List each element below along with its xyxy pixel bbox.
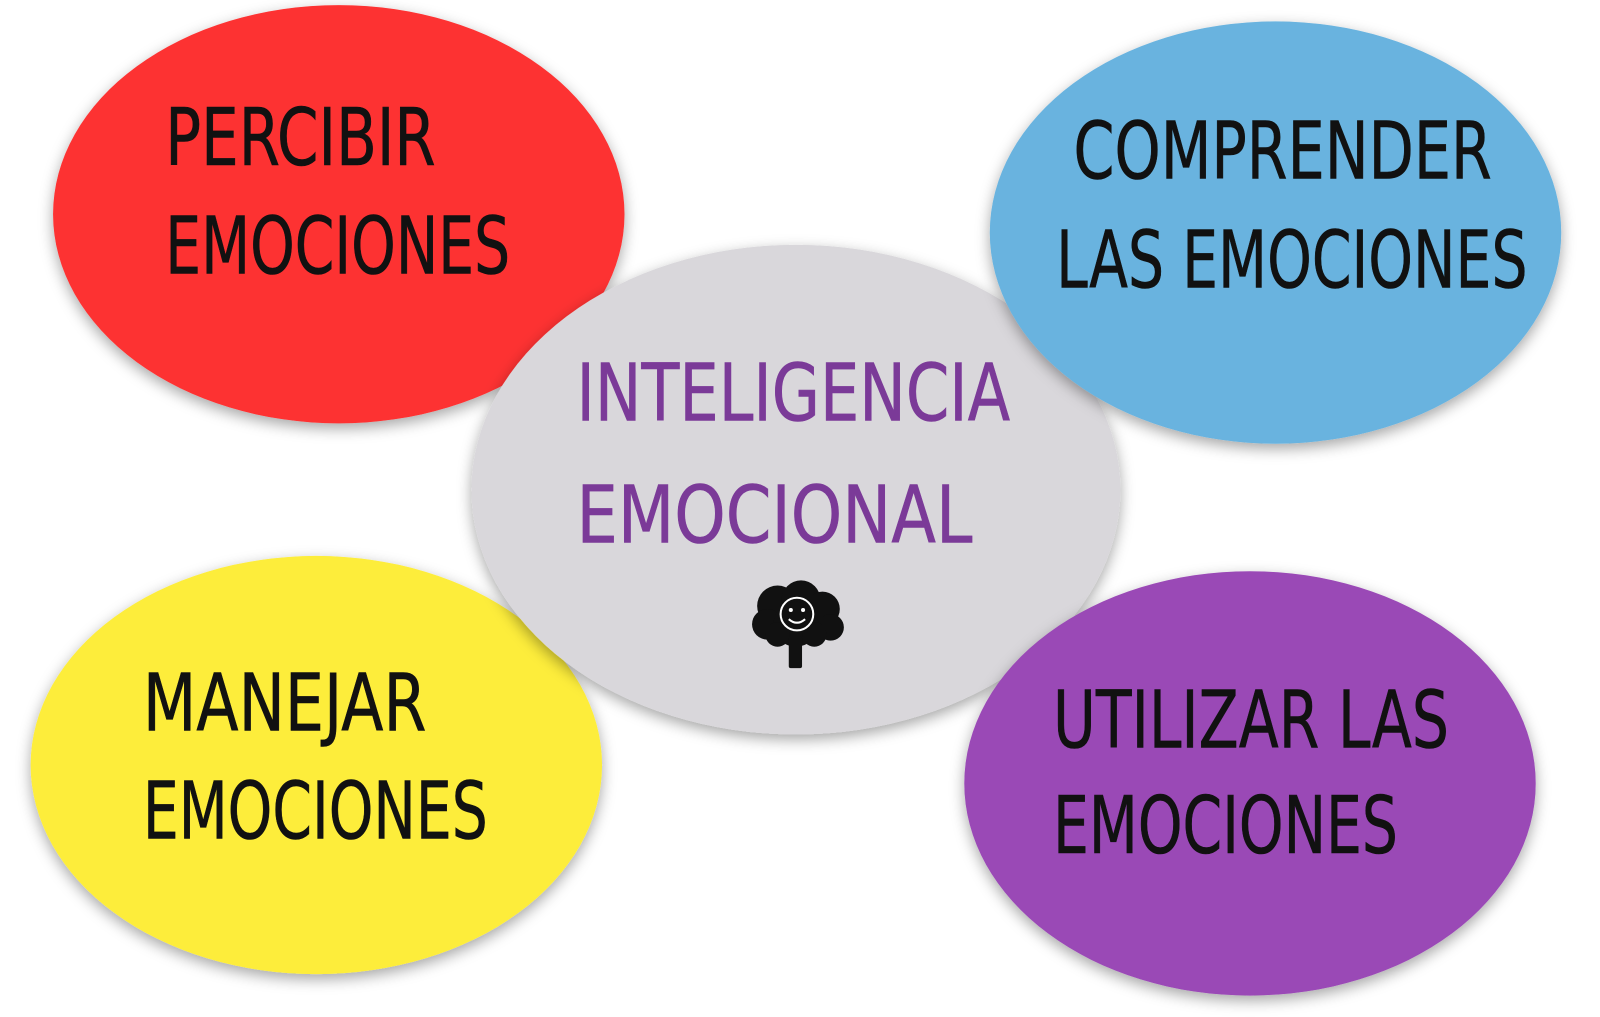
- emotional-intelligence-ellipse: [471, 244, 1121, 735]
- manage-emotions-line-1: MANEJAR: [143, 656, 427, 749]
- emotional-intelligence-line-1: INTELIGENCIA: [577, 346, 1011, 439]
- use-emotions-line-1: UTILIZAR LAS: [1053, 674, 1449, 767]
- perceive-emotions-line-2: EMOCIONES: [165, 199, 510, 292]
- perceive-emotions-ellipse: [53, 5, 625, 424]
- emotional-intelligence-line-2: EMOCIONAL: [577, 469, 973, 562]
- manage-emotions-ellipse: [30, 555, 603, 975]
- understand-emotions-ellipse: [989, 21, 1562, 444]
- perceive-emotions-line-1: PERCIBIR: [165, 91, 435, 184]
- brain-smile-icon: [752, 580, 844, 669]
- node-understand-emotions: COMPRENDER LAS EMOCIONES: [989, 21, 1562, 444]
- node-manage-emotions: MANEJAR EMOCIONES: [30, 555, 603, 975]
- understand-emotions-line-2: LAS EMOCIONES: [1056, 214, 1527, 307]
- node-perceive-emotions: PERCIBIR EMOCIONES: [53, 5, 625, 424]
- understand-emotions-line-1: COMPRENDER: [1073, 105, 1491, 198]
- node-use-emotions: UTILIZAR LAS EMOCIONES: [964, 571, 1536, 996]
- manage-emotions-line-2: EMOCIONES: [143, 765, 488, 858]
- use-emotions-line-2: EMOCIONES: [1053, 779, 1398, 872]
- node-emotional-intelligence: INTELIGENCIA EMOCIONAL: [471, 244, 1121, 735]
- use-emotions-ellipse: [964, 571, 1536, 996]
